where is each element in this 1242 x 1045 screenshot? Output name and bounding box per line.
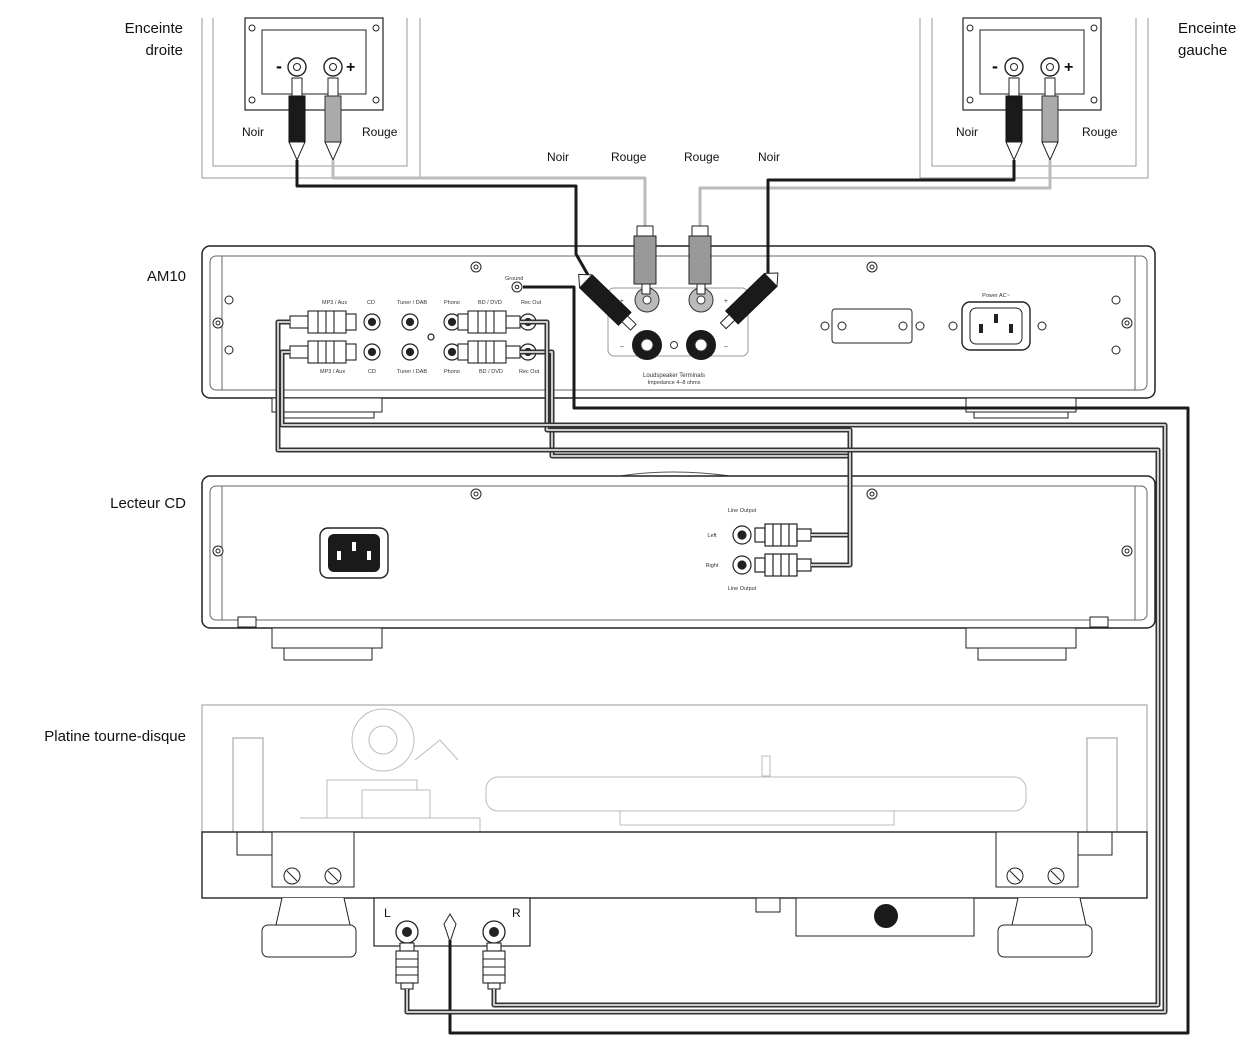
turntable: L R — [201, 704, 1148, 990]
left-speaker-minus: - — [992, 56, 998, 76]
cable-black-right — [295, 160, 594, 283]
turntable-r-label: R — [512, 906, 521, 920]
amp-terminal-minus-left: – — [620, 343, 624, 350]
left-speaker-plus: + — [1064, 59, 1073, 76]
cd-line-output-top: Line Output — [728, 508, 757, 514]
amp-terminals-impedance: Impedance 4–8 ohms — [648, 380, 701, 386]
cd-player: Line Output Left Right Line Output — [201, 471, 1156, 661]
cable-black-left — [766, 160, 1016, 276]
label-speaker-right-1: Enceinte — [125, 20, 183, 37]
amp-input-bottom-mp3: MP3 / Aux — [320, 369, 345, 375]
cable-label-rouge-1: Rouge — [611, 150, 647, 164]
cable-label-rouge-2: Rouge — [684, 150, 720, 164]
amp-power-label: Power AC~ — [982, 293, 1010, 299]
label-amp: AM10 — [147, 268, 186, 285]
label-speaker-right-2: droite — [145, 42, 183, 59]
cable-ground — [448, 285, 1190, 1035]
amp-input-top-cd: CD — [367, 300, 375, 306]
turntable-l-label: L — [384, 906, 391, 920]
cable-red-left — [698, 160, 1052, 226]
right-speaker-noir: Noir — [242, 125, 264, 139]
amp-terminal-minus-right: – — [724, 343, 728, 350]
right-speaker-plus: + — [346, 59, 355, 76]
amp-input-bottom-phono: Phono — [444, 369, 460, 375]
amp-input-bottom-cd: CD — [368, 369, 376, 375]
right-speaker-rouge: Rouge — [362, 125, 398, 139]
label-speaker-left-2: gauche — [1178, 42, 1227, 59]
label-cd-player: Lecteur CD — [110, 495, 186, 512]
amp-input-bottom-tuner: Tuner / DAB — [397, 369, 427, 375]
cable-red-right — [331, 160, 647, 226]
cd-left-label: Left — [707, 533, 717, 539]
speaker-left: - + Noir Rouge — [919, 17, 1149, 179]
cd-line-output-bottom: Line Output — [728, 586, 757, 592]
label-turntable: Platine tourne-disque — [44, 728, 186, 745]
amp-input-top-phono: Phono — [444, 300, 460, 306]
cd-right-label: Right — [706, 563, 719, 569]
speaker-right: - + Noir Rouge — [201, 17, 421, 179]
left-speaker-noir: Noir — [956, 125, 978, 139]
left-speaker-rouge: Rouge — [1082, 125, 1118, 139]
amp-terminals-title: Loudspeaker Terminals — [643, 373, 705, 379]
amp-input-top-tuner: Tuner / DAB — [397, 300, 427, 306]
amp-input-top-rec: Rec Out — [521, 300, 542, 306]
right-speaker-minus: - — [276, 56, 282, 76]
amp-terminal-plus-left: + — [620, 298, 624, 305]
am10-amplifier: Ground MP3 / Aux CD Tuner / DAB Phono BD… — [201, 245, 1156, 419]
cable-label-noir-1: Noir — [547, 150, 569, 164]
amp-ground-label: Ground — [505, 276, 523, 282]
label-speaker-left-1: Enceinte — [1178, 20, 1236, 37]
cables — [275, 160, 1190, 1035]
amp-input-bottom-rec: Rec Out — [519, 369, 540, 375]
cable-label-noir-2: Noir — [758, 150, 780, 164]
amp-input-top-bd: BD / DVD — [478, 300, 502, 306]
amp-terminal-plus-right: + — [724, 298, 728, 305]
amp-input-bottom-bd: BD / DVD — [479, 369, 503, 375]
amp-input-top-mp3: MP3 / Aux — [322, 300, 347, 306]
